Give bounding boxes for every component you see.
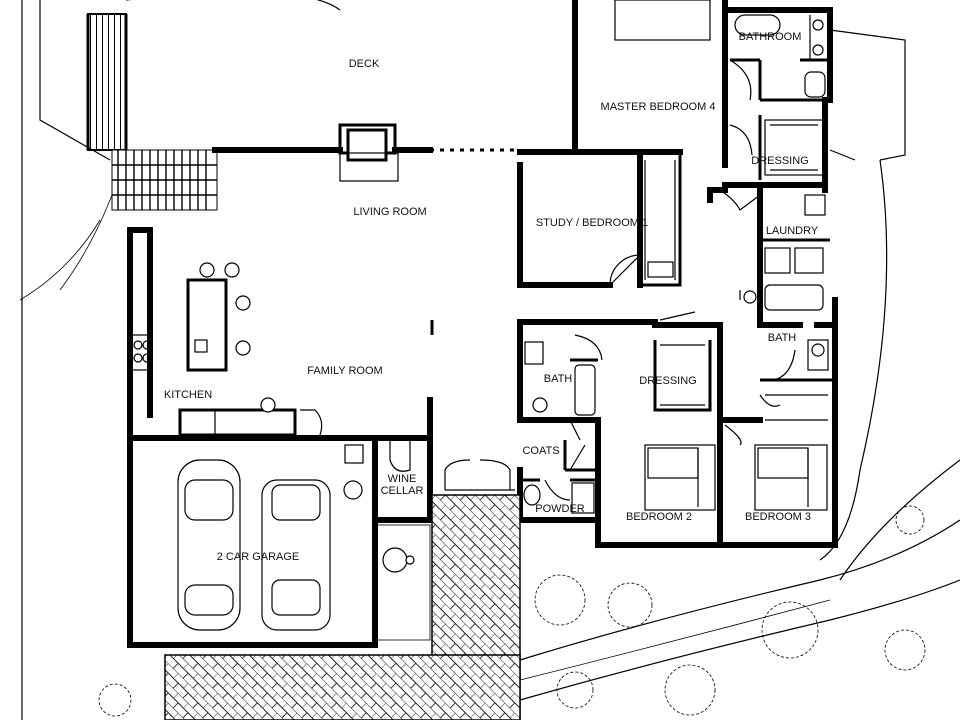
garage-cars [177,440,411,631]
label-deck: DECK [349,58,380,70]
label-garage: 2 CAR GARAGE [217,551,300,563]
fireplace [338,123,399,182]
label-bedroom-3: BEDROOM 3 [745,511,811,523]
hall-bath-walls [517,311,781,548]
label-bath-right: BATH [768,332,797,344]
label-dressing: DRESSING [639,375,696,387]
label-bedroom-2: BEDROOM 2 [626,511,692,523]
label-bathroom: BATHROOM [739,31,802,43]
label-bath-small: BATH [544,373,573,385]
study-walls [517,152,682,288]
laundry-walls [739,194,830,311]
label-powder: POWDER [535,503,585,515]
label-master-bedroom: MASTER BEDROOM 4 [601,101,716,113]
pergola [111,149,218,211]
label-dressing-master: DRESSING [751,155,808,167]
landscaping [98,505,926,717]
label-family-room: FAMILY ROOM [307,365,382,377]
room-labels: DECK MASTER BEDROOM 4 BATHROOM DRESSING … [164,31,819,563]
label-living-room: LIVING ROOM [353,206,426,218]
label-cellar: CELLAR [381,485,424,497]
label-coats: COATS [522,445,559,457]
label-kitchen: KITCHEN [164,389,212,401]
exterior-stair [86,13,128,151]
master-suite-walls [614,0,830,211]
label-study: STUDY / BEDROOM 1 [536,217,648,229]
deck-edge [126,0,341,11]
site-boundary [19,0,960,720]
label-wine: WINE [388,473,417,485]
right-bath-fixtures [759,339,835,421]
driveway-paving [164,654,521,720]
bedroom-furniture [644,444,828,511]
label-laundry: LAUNDRY [766,225,819,237]
entry-doors [444,459,515,491]
interior-walls [430,148,728,203]
coats-powder [520,419,598,514]
kitchen-fixtures [130,262,434,437]
